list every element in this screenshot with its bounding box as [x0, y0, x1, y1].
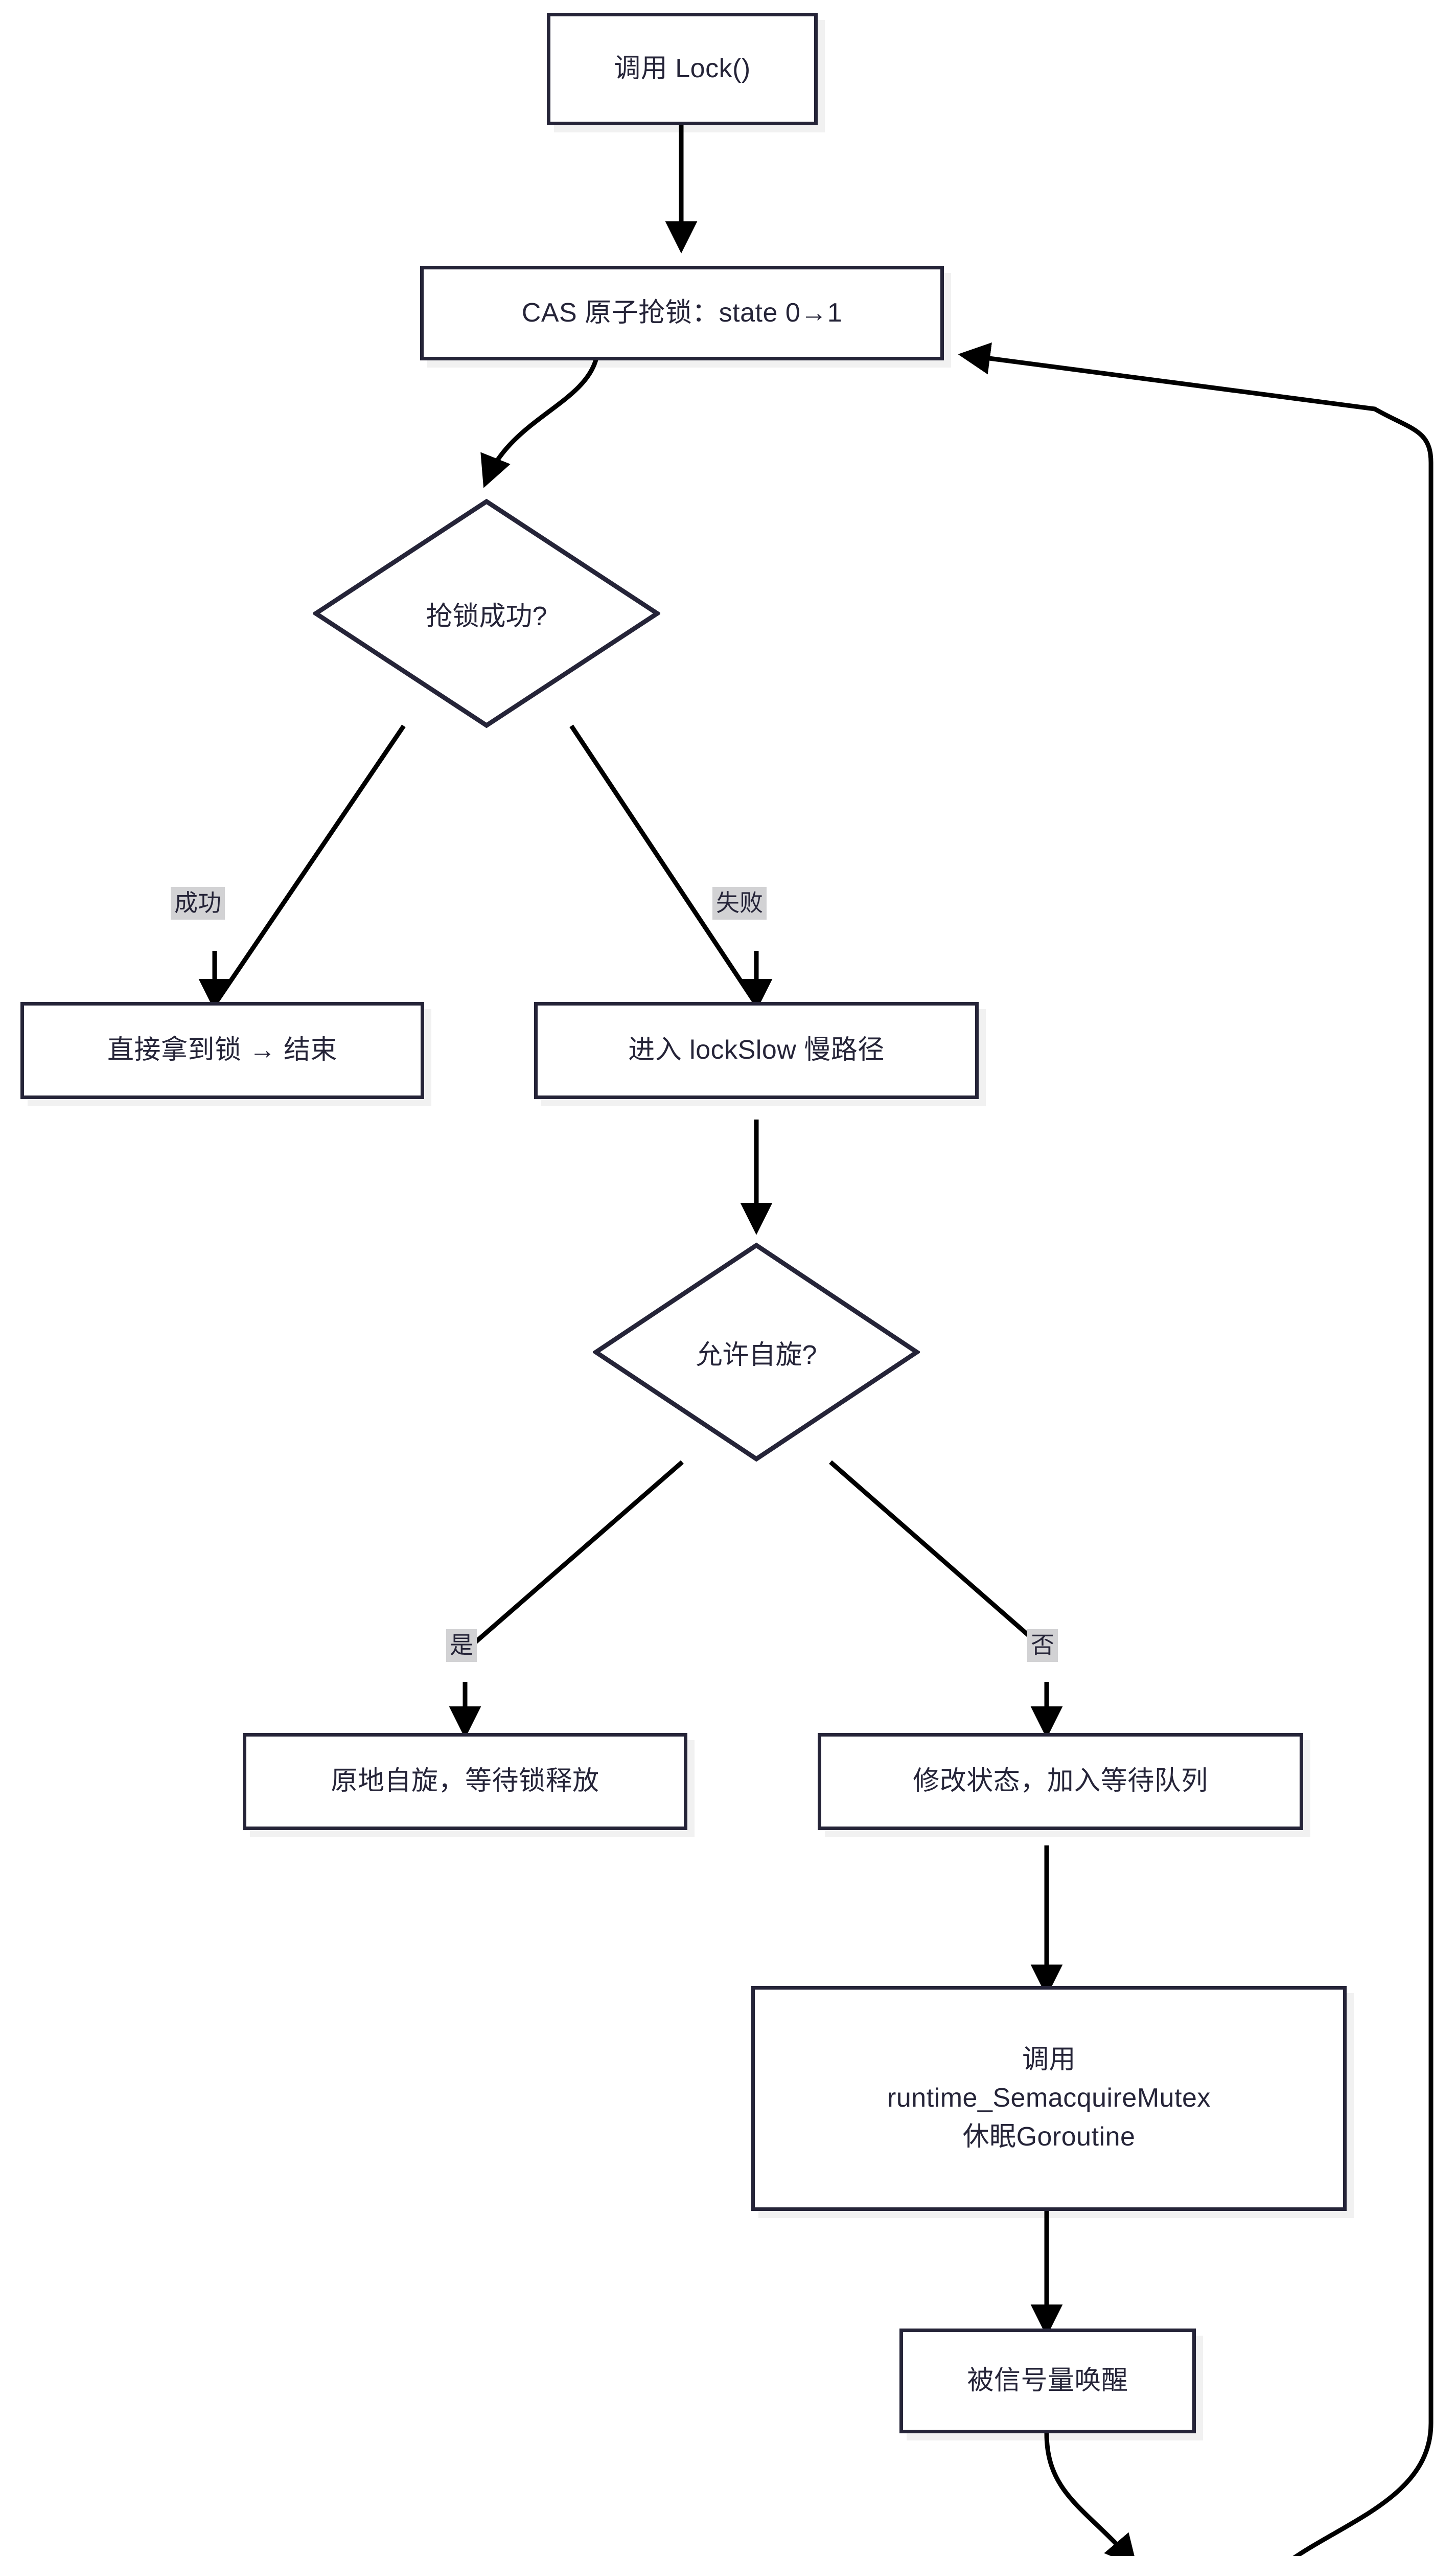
acquire-success-diamond-shape	[313, 498, 660, 728]
node-woken-by-sem-line-0: 被信号量唤醒	[967, 2365, 1128, 2395]
node-modify-state[interactable]: 修改状态，加入等待队列	[818, 1733, 1303, 1830]
edge-acquire-success-to-got-lock	[213, 724, 406, 1006]
node-enter-lockslow-line-0: 进入 lockSlow 慢路径	[628, 1035, 885, 1065]
node-got-lock-end[interactable]: 直接拿到锁 → 结束	[20, 1002, 424, 1099]
node-call-lock[interactable]: 调用 Lock()	[547, 13, 818, 125]
allow-spin-diamond-shape	[593, 1242, 920, 1462]
node-acquire-success[interactable]: 抢锁成功?	[313, 498, 660, 728]
edge-reenter-to-cas-loop	[958, 342, 1434, 2556]
edge-allow-spin-to-spin	[464, 1460, 684, 1653]
node-semacquire-line-1: runtime_SemacquireMutex	[887, 2083, 1211, 2113]
label-failure: 失败	[712, 887, 767, 920]
node-spin-in-place-line-0: 原地自旋，等待锁释放	[331, 1766, 599, 1796]
edge-woken-to-reenter	[1044, 2433, 1138, 2556]
edge-acquire-success-to-lockslow	[569, 724, 758, 1006]
node-semacquire-line-0: 调用	[1022, 2044, 1076, 2074]
edge-allow-spin-to-modify-state	[829, 1460, 1048, 1653]
node-call-lock-line-0: 调用 Lock()	[614, 54, 751, 84]
label-yes: 是	[446, 1629, 477, 1662]
node-got-lock-end-line-0: 直接拿到锁 → 结束	[107, 1035, 337, 1065]
label-no: 否	[1027, 1629, 1058, 1662]
node-semacquire-line-2: 休眠Goroutine	[962, 2121, 1136, 2152]
label-success: 成功	[171, 887, 225, 920]
node-semacquire[interactable]: 调用 runtime_SemacquireMutex 休眠Goroutine	[751, 1986, 1347, 2211]
node-spin-in-place[interactable]: 原地自旋，等待锁释放	[243, 1733, 687, 1830]
node-cas-acquire[interactable]: CAS 原子抢锁：state 0→1	[420, 266, 944, 360]
node-allow-spin[interactable]: 允许自旋?	[593, 1242, 920, 1462]
node-modify-state-line-0: 修改状态，加入等待队列	[913, 1766, 1208, 1796]
node-woken-by-sem[interactable]: 被信号量唤醒	[899, 2329, 1196, 2433]
node-allow-spin-label: 允许自旋?	[696, 1340, 817, 1370]
node-cas-acquire-line-0: CAS 原子抢锁：state 0→1	[521, 298, 843, 328]
node-acquire-success-label: 抢锁成功?	[426, 601, 547, 631]
node-enter-lockslow[interactable]: 进入 lockSlow 慢路径	[534, 1002, 979, 1099]
edge-cas-to-acquire-success	[480, 357, 599, 488]
